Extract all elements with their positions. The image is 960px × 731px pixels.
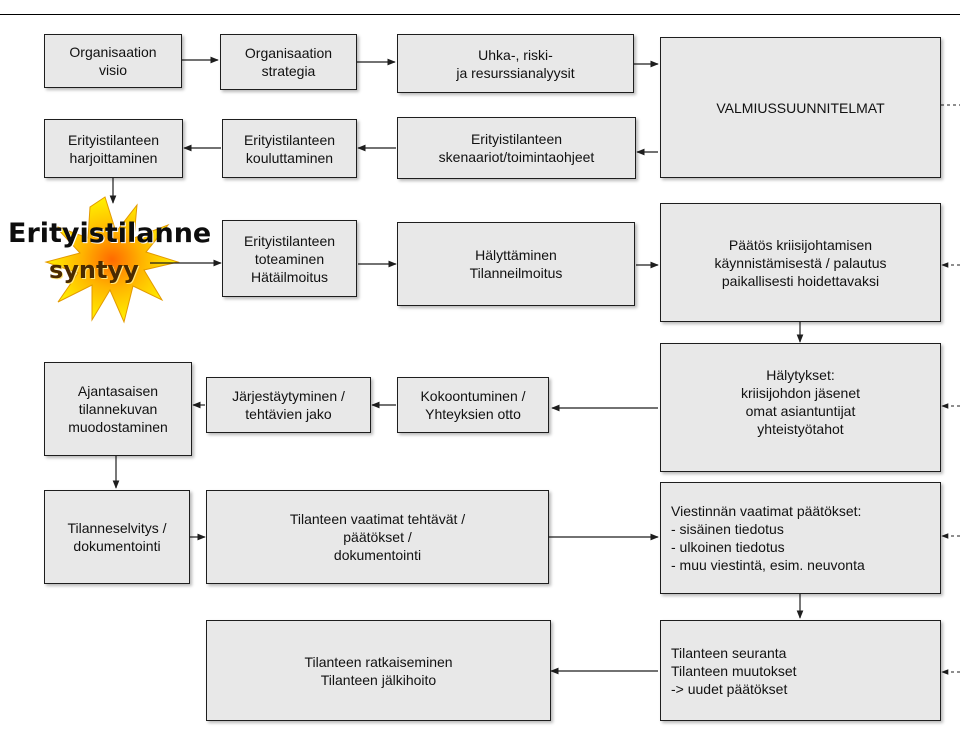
box-text-line: Hälytykset: xyxy=(766,367,835,383)
box-text-line: kouluttaminen xyxy=(245,149,334,166)
box-text-line: Päätös kriisijohtamisen xyxy=(728,236,873,253)
box-text-line: Tilanteen seuranta xyxy=(671,644,787,661)
box-text-line: Uhka-, riski- xyxy=(478,46,553,63)
box-text-line: strategia xyxy=(261,63,316,79)
box-text-line: Viestinnän vaatimat päätökset: xyxy=(671,503,862,519)
box-kokoontuminen: Kokoontuminen / Yhteyksien otto xyxy=(397,377,549,433)
top-rule xyxy=(0,14,960,15)
burst-title: Erityistilanne xyxy=(8,218,212,249)
box-text-line: omat asiantuntijat xyxy=(745,403,856,419)
box-text-line: dokumentointi xyxy=(73,538,161,554)
box-text-line: Hätäilmoitus xyxy=(250,268,329,285)
box-text-line: ja resurssianalyysit xyxy=(456,64,575,81)
box-text-line: Tilanneselvitys / xyxy=(67,520,167,536)
box-text-line: -> uudet päätökset xyxy=(671,680,788,697)
box-text-line: muodostaminen xyxy=(68,419,168,435)
box-text-line: Tilanteen muutokset xyxy=(671,662,797,679)
box-text-line: tehtävien jako xyxy=(245,406,332,422)
box-valmiussuunnitelmat: VALMIUSSUUNNITELMAT xyxy=(660,37,941,178)
box-text-line: Tilanteen jälkihoito xyxy=(320,671,437,688)
box-tilanteen-vaatimat-tehtavat: Tilanteen vaatimat tehtävät / päätökset /… xyxy=(206,490,549,584)
burst-subtitle: syntyy xyxy=(49,256,139,284)
box-tilannekuvan-muodostaminen: Ajantasaisen tilannekuvan muodostaminen xyxy=(44,362,192,456)
box-text-line: käynnistämisestä / palautus xyxy=(714,254,887,271)
box-text-line: Erityistilanteen xyxy=(67,131,160,148)
box-text-line: yhteistyötahot xyxy=(757,421,844,437)
box-text-line: skenaariot/toimintaohjeet xyxy=(438,149,595,165)
box-text-line: visio xyxy=(98,62,127,78)
box-text-line: Organisaation xyxy=(69,44,157,60)
burst-star xyxy=(44,196,180,324)
box-text-line: dokumentointi xyxy=(333,547,422,563)
box-viestinnan-paatokset: Viestinnän vaatimat päätökset: - sisäinen… xyxy=(660,482,941,594)
box-text-line: Erityistilanteen xyxy=(243,131,336,148)
box-text-line: tilannekuvan xyxy=(78,401,158,417)
box-text-line: - sisäinen tiedotus xyxy=(671,521,784,537)
burst-label: Erityistilanne syntyy xyxy=(0,218,212,298)
box-text-line: Erityistilanteen xyxy=(470,131,563,147)
box-text-line: - ulkoinen tiedotus xyxy=(671,539,785,555)
box-text-line: Erityistilanteen xyxy=(243,232,336,249)
box-text-line: päätökset / xyxy=(343,529,412,545)
box-text-line: Kokoontuminen / xyxy=(420,388,526,404)
box-organisaation-visio: Organisaation visio xyxy=(44,34,182,88)
box-text-line: harjoittaminen xyxy=(69,149,158,166)
box-text-line: Tilanteen ratkaiseminen xyxy=(304,653,453,670)
box-text-line: Organisaation xyxy=(244,45,333,61)
box-text-line: Yhteyksien otto xyxy=(425,406,521,422)
box-skenaariot-toimintaohjeet: Erityistilanteen skenaariot/toimintaohjee… xyxy=(397,117,636,179)
box-text-line: paikallisesti hoidettavaksi xyxy=(721,272,880,289)
box-jarjestaytyminen: Järjestäytyminen / tehtävien jako xyxy=(206,377,371,433)
box-text-line: Tilanteen vaatimat tehtävät / xyxy=(289,511,466,527)
box-text-line: Hälyttäminen xyxy=(475,247,557,263)
box-text-line: Tilanneilmoitus xyxy=(469,265,563,281)
box-text-line: toteaminen xyxy=(254,250,325,267)
box-text-line: kriisijohdon jäsenet xyxy=(740,385,861,401)
box-organisaation-strategia: Organisaation strategia xyxy=(220,34,357,90)
box-text-line: - muu viestintä, esim. neuvonta xyxy=(671,557,865,573)
box-text-line: VALMIUSSUUNNITELMAT xyxy=(716,99,885,116)
box-text-line: Ajantasaisen xyxy=(77,383,159,399)
box-text-line: Järjestäytyminen / xyxy=(232,388,345,404)
box-halytykset: Hälytykset: kriisijohdon jäsenet omat asia… xyxy=(660,343,941,472)
box-uhka-riski-resurssianalyysit: Uhka-, riski-ja resurssianalyysit xyxy=(397,34,634,93)
box-tilanneselvitys: Tilanneselvitys / dokumentointi xyxy=(44,490,190,584)
